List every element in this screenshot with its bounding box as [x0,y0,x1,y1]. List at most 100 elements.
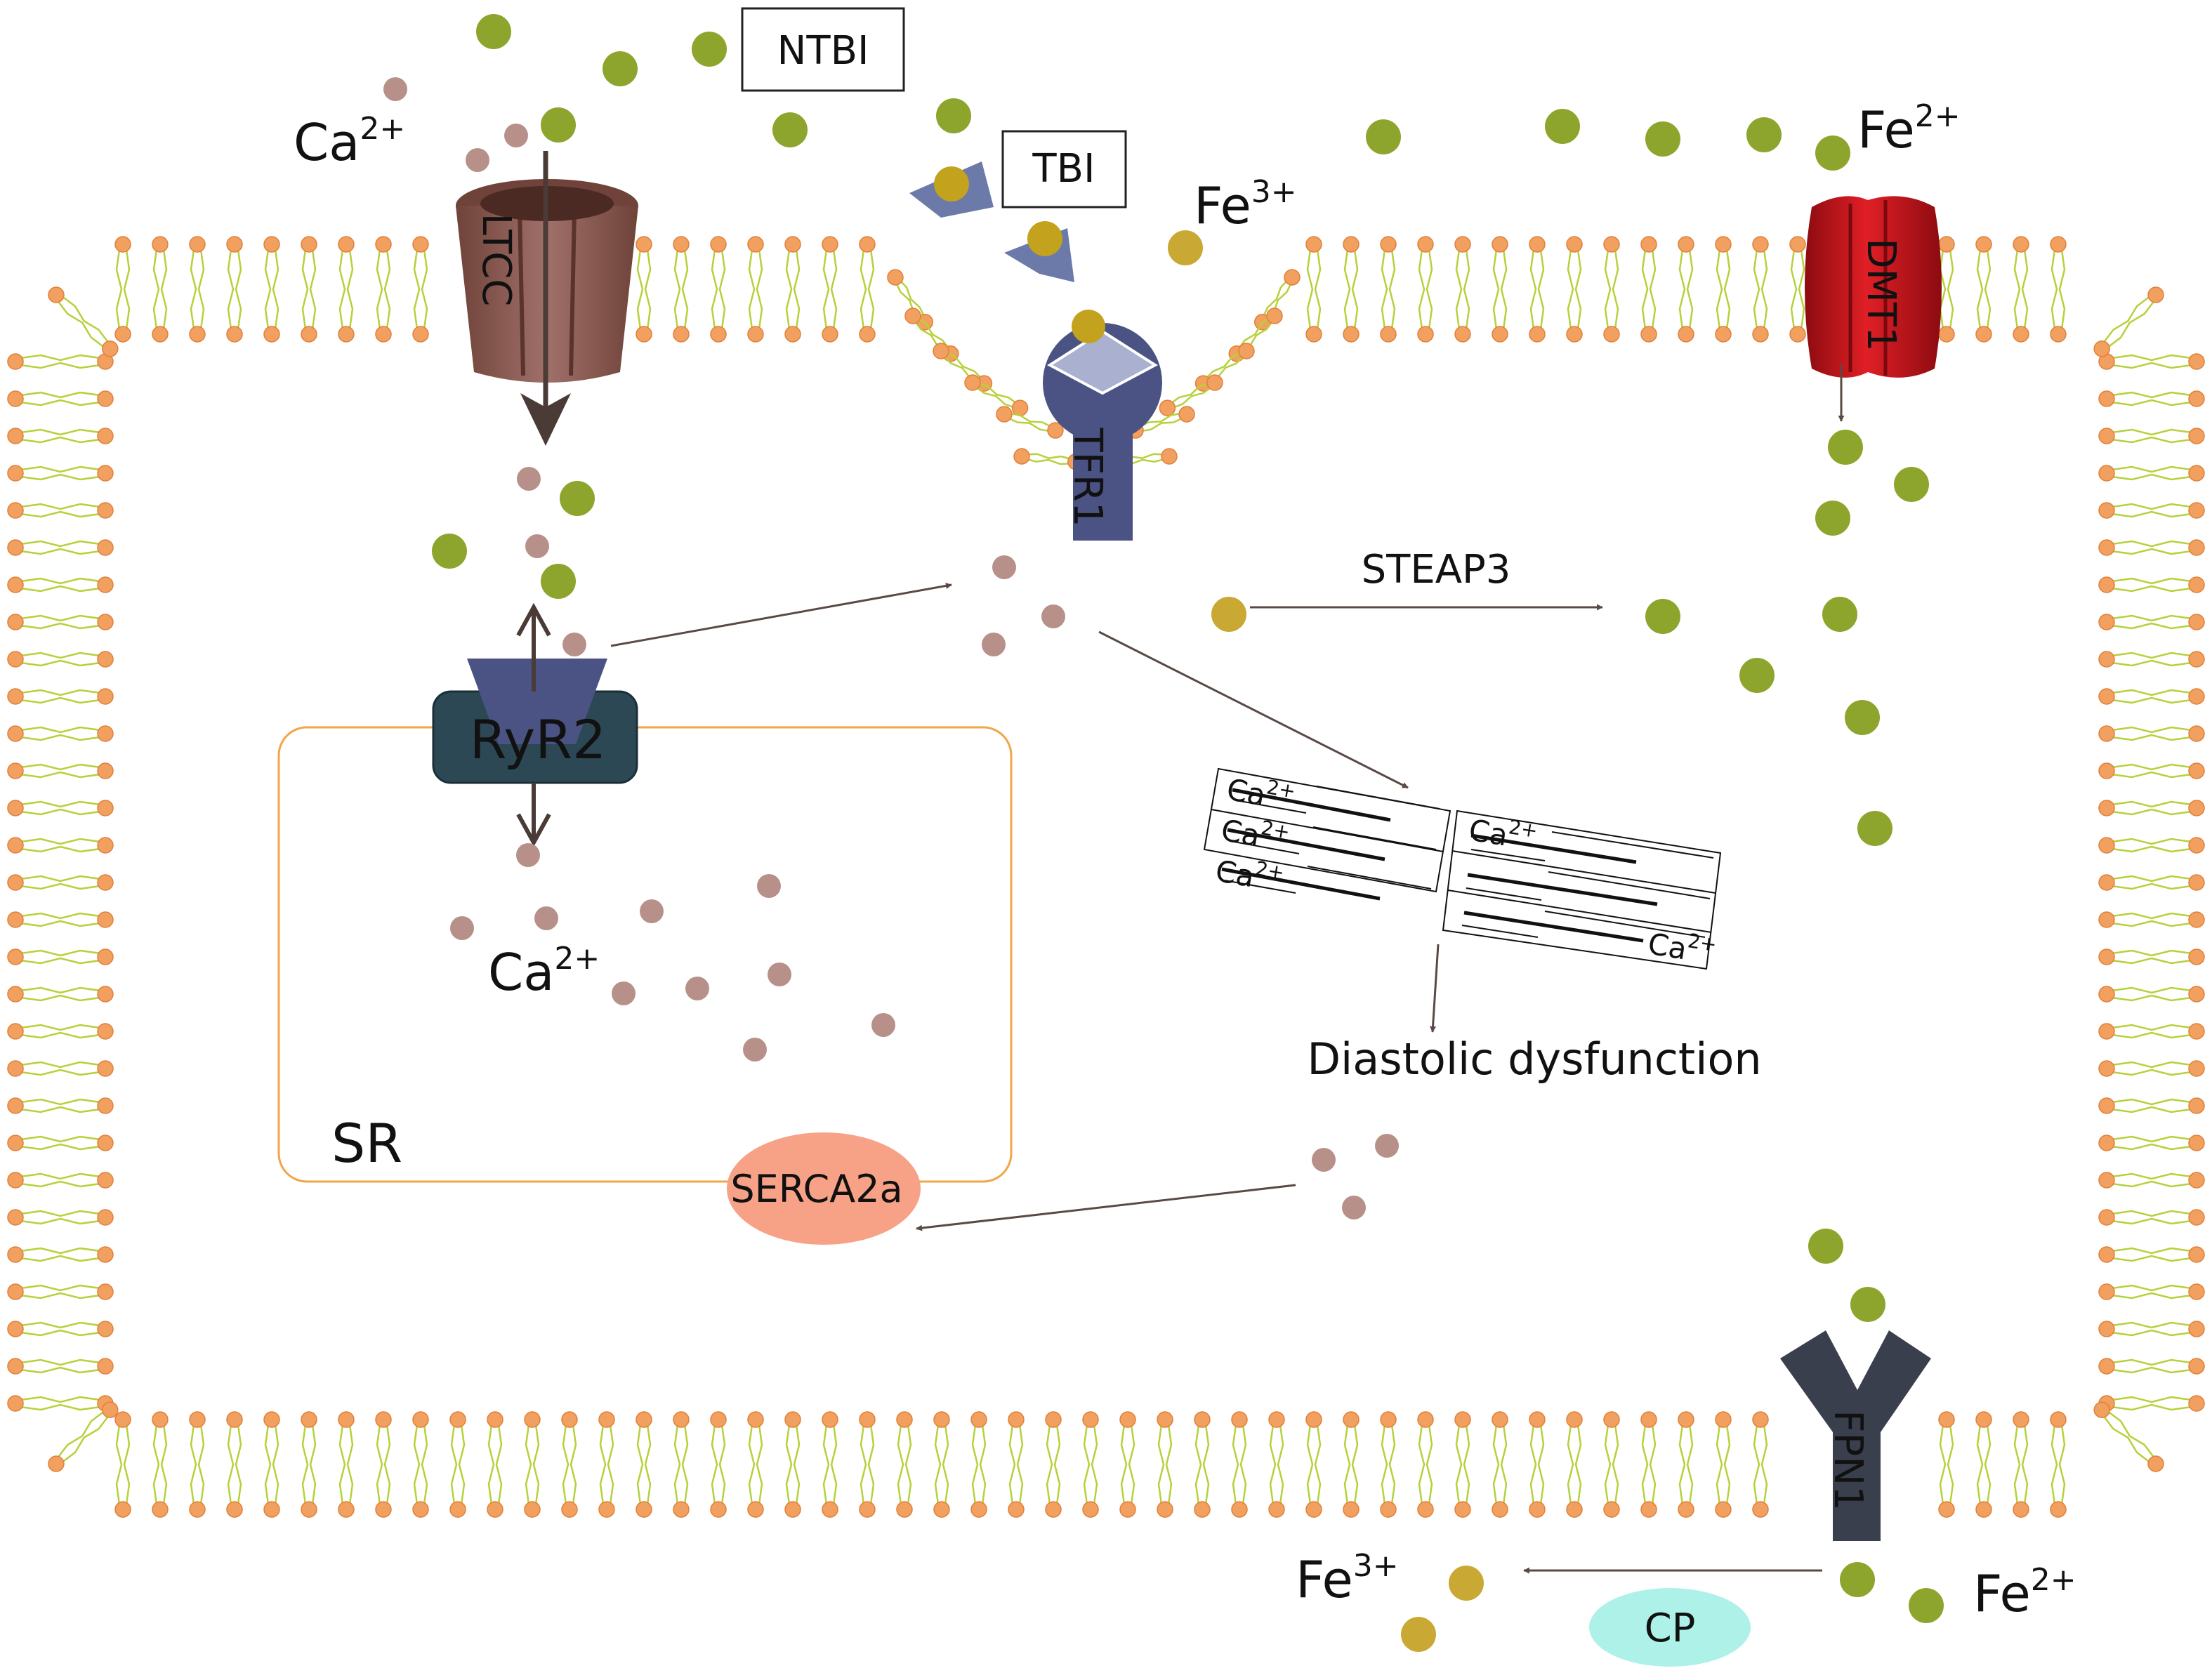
membrane-lipid-left [7,837,114,854]
membrane-lipid-bottom [1603,1411,1620,1518]
membrane-lipid-bottom [301,1411,317,1518]
membrane-lipid-top [1640,236,1657,343]
ryr2-down-arrowhead [516,813,551,847]
calcium-ion [466,148,489,172]
ferrous-iron-ion [541,564,576,599]
sarcomere-ca-label-5: Ca2+ [1645,923,1718,971]
ion-particles [383,14,1944,1652]
calcium-ion [383,77,407,101]
membrane-lipid-right [2098,1135,2205,1151]
calcium-ion [757,874,781,898]
cell-membrane [7,236,2205,1518]
dmt1-label: DMT1 [1858,238,1904,351]
membrane-lipid-bottom [896,1411,913,1518]
ca-sr-label: Ca2+ [488,941,600,1002]
membrane-lipid-right [2098,651,2205,668]
membrane-lipid-left [7,725,114,742]
membrane-lipid-top [859,236,876,343]
membrane-lipid-right [2098,1209,2205,1226]
ferric-iron-ion [1168,230,1203,265]
dysfunction-arrow [1430,944,1440,1033]
membrane-lipid-left [7,1358,114,1375]
sarcomere-ca-label-3: Ca2+ [1213,850,1286,899]
membrane-lipid-top [2050,236,2067,343]
membrane-lipid-bottom [933,1411,950,1518]
membrane-lipid-corner [48,1401,119,1472]
membrane-lipid-right [2098,1321,2205,1337]
membrane-lipid-bottom [1454,1411,1471,1518]
ferrous-iron-ion [476,14,511,49]
tbi-label: TBI [1032,146,1095,192]
membrane-lipid-right [2098,1060,2205,1077]
membrane-lipid-top [1603,236,1620,343]
membrane-lipid-bottom [152,1411,169,1518]
calcium-ion [450,916,474,940]
ferric-iron-ion [1211,597,1246,632]
membrane-lipid-top [822,236,838,343]
membrane-lipid-corner [2093,1401,2164,1472]
ferrous-iron-ion [1545,109,1580,144]
membrane-lipid-bottom [1045,1411,1062,1518]
membrane-lipid-corner [48,286,119,357]
membrane-lipid-bottom [2013,1411,2029,1518]
membrane-lipid-left [7,576,114,593]
ferric-iron-ion [1449,1566,1484,1601]
tfr1-label: TFR1 [1065,428,1110,527]
membrane-lipid-right [2098,762,2205,779]
membrane-lipid-top [1975,236,1992,343]
membrane-lipid-top [338,236,355,343]
tbi-box [1001,130,1127,209]
ceruloplasmin [1589,1588,1751,1667]
membrane-lipid-top [152,236,169,343]
sarcomere-ca-label-1: Ca2+ [1224,769,1297,818]
ferrous-iron-ion [1822,597,1857,632]
membrane-lipid-left [7,614,114,630]
membrane-lipid-top [1566,236,1583,343]
membrane-lipid-bottom [524,1411,541,1518]
fe3-bottom-label: Fe3+ [1296,1548,1399,1609]
membrane-lipid-bottom [1566,1411,1583,1518]
membrane-lipid-left [7,986,114,1003]
membrane-lipid-top [673,236,690,343]
ltcc-label: LTCC [473,213,519,307]
membrane-lipid-top [1789,236,1806,343]
ferrous-iron-ion [1845,700,1880,735]
membrane-lipid-bottom [2050,1411,2067,1518]
membrane-lipid-bottom [1119,1411,1136,1518]
membrane-lipid-top [375,236,392,343]
membrane-lipid-bottom [1008,1411,1025,1518]
membrane-lipid-top [1529,236,1546,343]
membrane-lipid-right [2098,874,2205,891]
cp-label: CP [1645,1606,1696,1651]
membrane-lipid-left [7,502,114,519]
release-arrow [610,583,952,647]
calcium-ion [525,534,549,558]
membrane-lipid-top [784,236,801,343]
ferrous-iron-ion [1645,599,1680,634]
membrane-lipid-right [2098,1358,2205,1375]
membrane-lipid-bottom [598,1411,615,1518]
ferrous-iron-ion [1828,430,1863,465]
membrane-lipid-bottom [1194,1411,1211,1518]
dmt1-transporter [1805,196,1942,378]
membrane-lipid-top [1343,236,1360,343]
membrane-lipid-top [1454,236,1471,343]
membrane-lipid-bottom [1678,1411,1694,1518]
membrane-lipid-left [7,1135,114,1151]
sarcomere-ca-label-2: Ca2+ [1218,809,1291,859]
membrane-lipid-right [2098,502,2205,519]
ferrous-iron-ion [1366,119,1401,154]
membrane-lipid-left [7,390,114,407]
membrane-lipid-left [7,688,114,705]
calcium-ion [1312,1148,1336,1172]
membrane-lipid-right [2098,428,2205,444]
ryr2-up-arrowhead [516,602,551,637]
sarcomere-ca-label-4: Ca2+ [1466,809,1539,857]
membrane-lipid-left [7,1209,114,1226]
membrane-lipid-top [1678,236,1694,343]
calcium-ion [516,843,540,867]
membrane-lipid-bottom [1938,1411,1955,1518]
ferrous-iron-ion [1739,658,1775,693]
membrane-lipid-top [301,236,317,343]
